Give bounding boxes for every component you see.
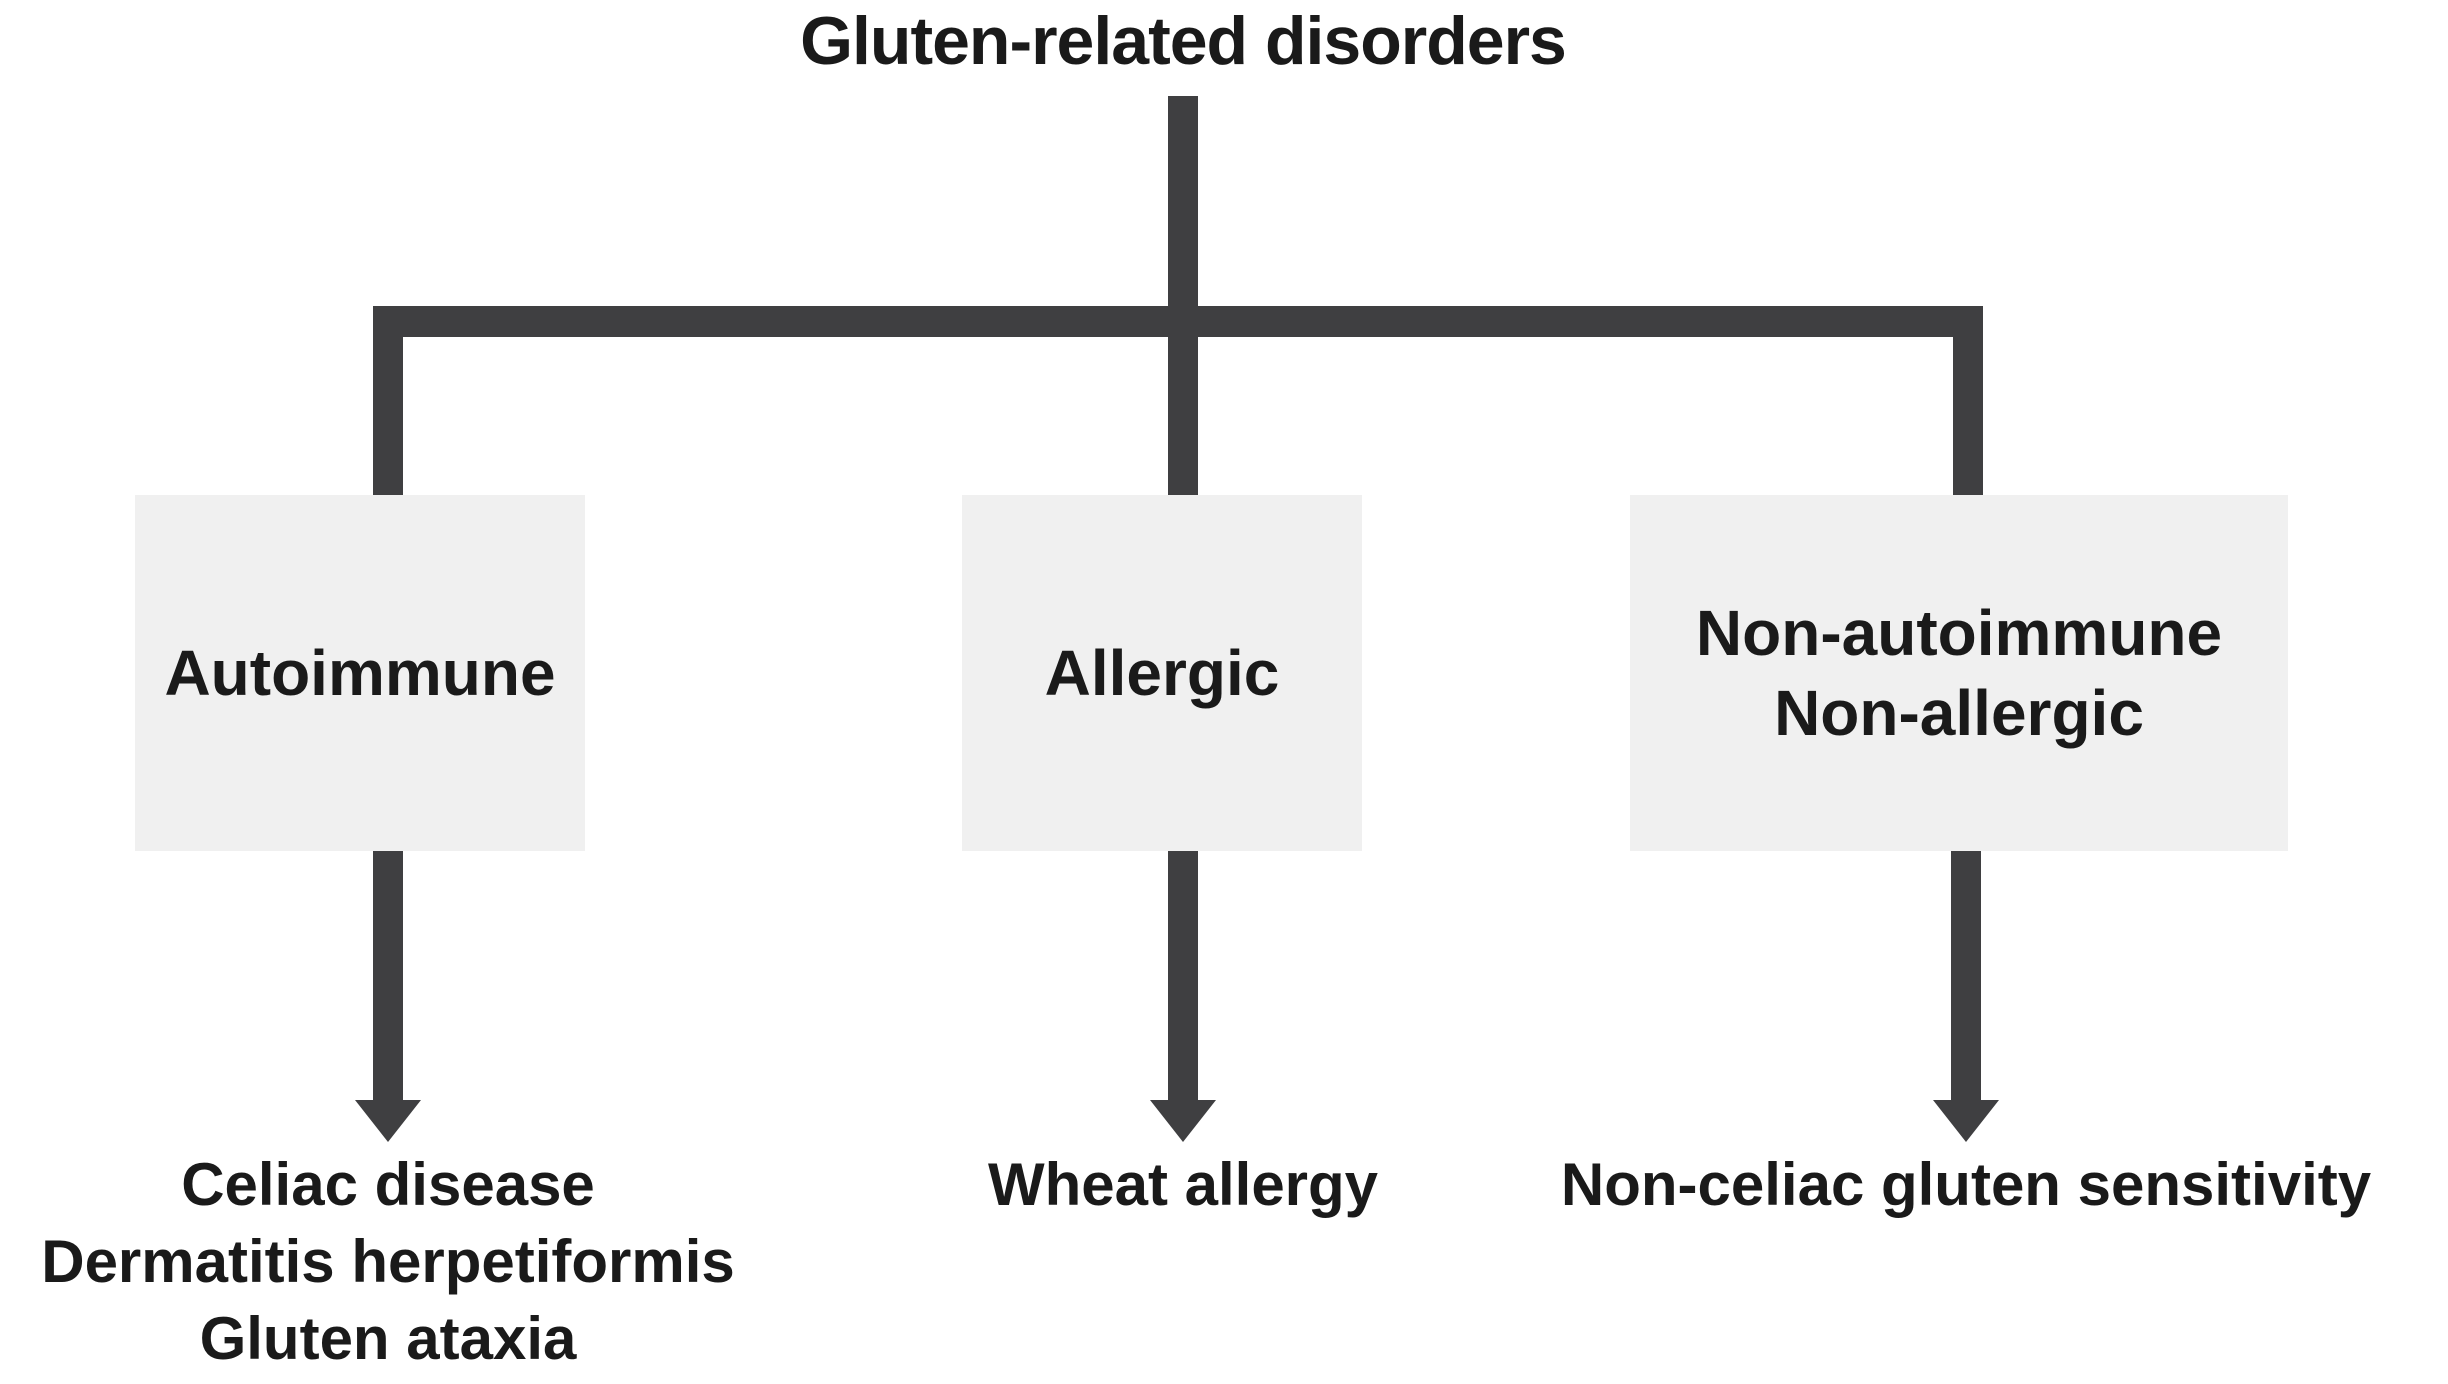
left-arrow-shaft [373,851,403,1100]
middle-arrowhead-icon [1150,1100,1216,1142]
right-arrowhead-icon [1933,1100,1999,1142]
branch-horizontal-bar [373,306,1983,337]
left-branch-drop-line [373,306,403,495]
outcome-label: Dermatitis herpetiformis [41,1228,735,1295]
outcome-list-autoimmune: Celiac disease Dermatitis herpetiformis … [0,1146,776,1377]
branch-box-allergic: Allergic [962,495,1362,851]
outcome-list-non-autoimmune-non-allergic: Non-celiac gluten sensitivity [1466,1146,2448,1223]
branch-box-label: Allergic [1044,637,1280,709]
outcome-label: Celiac disease [181,1151,595,1218]
branch-box-autoimmune: Autoimmune [135,495,585,851]
outcome-list-allergic: Wheat allergy [783,1146,1583,1223]
branch-box-label: Autoimmune [164,637,556,709]
outcome-label: Gluten ataxia [199,1305,577,1372]
branch-box-non-autoimmune-non-allergic: Non-autoimmune Non-allergic [1630,495,2288,851]
right-branch-drop-line [1953,306,1983,495]
root-node-label: Gluten-related disorders [800,3,1567,79]
branch-box-label-line-1: Non-autoimmune [1695,597,2223,669]
outcome-label: Wheat allergy [987,1151,1379,1218]
branch-box-label-line-2: Non-allergic [1774,677,2144,749]
trunk-connector-line [1168,96,1198,495]
left-arrowhead-icon [355,1100,421,1142]
outcome-label: Non-celiac gluten sensitivity [1560,1151,2372,1218]
right-arrow-shaft [1951,851,1981,1100]
middle-arrow-shaft [1168,851,1198,1100]
